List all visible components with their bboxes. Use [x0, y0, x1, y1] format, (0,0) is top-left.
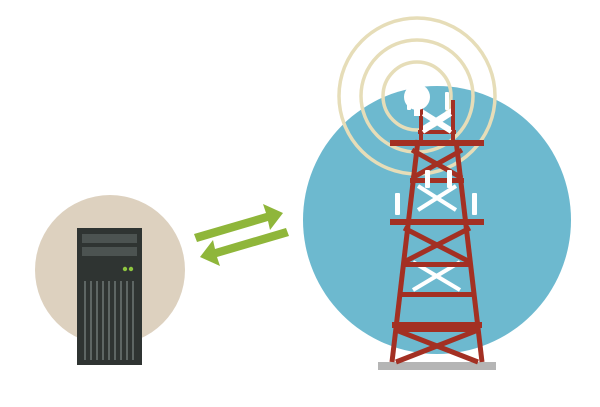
server-vent-line	[126, 281, 128, 360]
tower-bar-bottom	[392, 322, 482, 328]
server-drive-bay-top	[82, 234, 137, 243]
antenna-left-2	[425, 170, 430, 188]
server-vent-line	[84, 281, 86, 360]
tower-bar-upper	[410, 178, 464, 183]
exchange-arrows-icon	[194, 204, 289, 266]
server-vent-line	[96, 281, 98, 360]
server-tower-icon	[77, 228, 142, 365]
satellite-dish-icon	[404, 84, 430, 116]
server-vent-line	[132, 281, 134, 360]
tower-bar-middle	[402, 262, 472, 267]
tower-group	[303, 16, 571, 370]
tower-upper-mast	[419, 100, 455, 140]
signal-ring-inner	[381, 60, 453, 132]
antenna-right-1	[472, 193, 477, 215]
arrow-left	[200, 228, 289, 266]
antenna-top-right	[445, 92, 449, 110]
tower-platform-top	[390, 140, 484, 146]
tower-platform-mid	[390, 219, 484, 225]
server-vents	[84, 281, 134, 360]
server-vent-line	[120, 281, 122, 360]
server-drive-bay-bottom	[82, 247, 137, 256]
server-group	[35, 195, 185, 365]
antenna-left-1	[395, 193, 400, 215]
tower-bar-lower	[400, 292, 474, 297]
arrow-right	[194, 204, 283, 242]
server-vent-line	[108, 281, 110, 360]
server-led-1	[122, 266, 128, 272]
server-led-2	[128, 266, 134, 272]
tower-base	[378, 362, 496, 370]
tower-top-bar	[418, 130, 456, 134]
antenna-right-2	[447, 170, 452, 188]
tower-red-bars	[390, 130, 484, 328]
server-vent-line	[90, 281, 92, 360]
server-vent-line	[114, 281, 116, 360]
cell-tower-icon	[378, 84, 496, 370]
dish-circle	[404, 84, 430, 110]
server-vent-line	[102, 281, 104, 360]
